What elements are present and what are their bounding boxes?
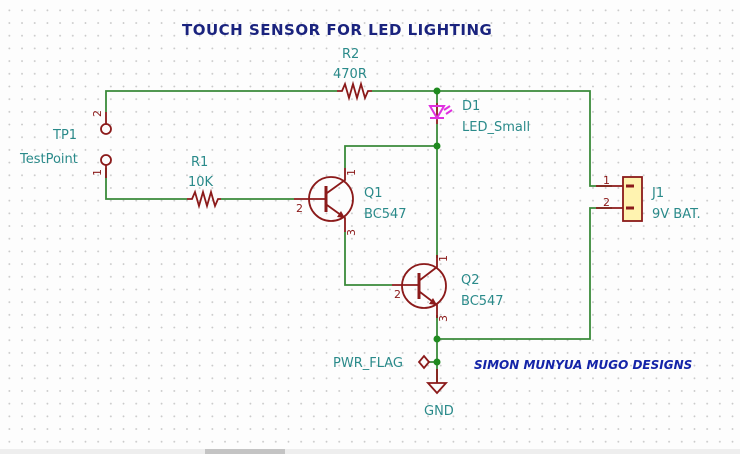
transistor-npn-icon — [308, 176, 354, 222]
q2-value: BC547 — [461, 294, 504, 309]
wire-q1-q2[interactable] — [344, 232, 392, 286]
q2-emitter-arrow-icon — [429, 298, 437, 305]
tp1-contact-1 — [100, 154, 112, 166]
q1-pin2-number: 2 — [296, 202, 303, 215]
component-j1[interactable]: 1 2 J1 9V BAT. — [596, 174, 701, 222]
scrollbar-thumb[interactable] — [205, 449, 285, 454]
component-r1[interactable]: R1 10K — [187, 155, 221, 210]
d1-value: LED_Small — [462, 120, 530, 135]
gnd-label: GND — [424, 404, 454, 419]
tp1-reference: TP1 — [52, 128, 77, 143]
tp1-pin2-number: 2 — [91, 110, 104, 117]
q1-pin3-number: 3 — [345, 229, 358, 236]
j1-pin1-number: 1 — [603, 174, 610, 187]
pwr-flag-diamond-icon — [417, 354, 431, 370]
d1-reference: D1 — [462, 99, 480, 114]
wire-q1-collector[interactable] — [344, 145, 437, 168]
component-r2[interactable]: R2 470R — [333, 47, 372, 102]
r2-reference: R2 — [342, 47, 359, 62]
component-tp1[interactable]: 2 1 TP1 TestPoint — [19, 110, 112, 178]
junction-dot — [433, 335, 441, 343]
r1-reference: R1 — [191, 155, 208, 170]
tp1-pin1-number: 1 — [91, 169, 104, 176]
j1-reference: J1 — [651, 186, 664, 201]
q1-emitter-arrow-icon — [337, 211, 345, 218]
led-triangle-icon — [428, 105, 446, 120]
junction-dot — [433, 358, 441, 366]
r2-value: 470R — [333, 67, 367, 82]
led-ray-icon — [443, 105, 451, 111]
wire-tp1-r1[interactable] — [105, 168, 187, 200]
led-ray-icon — [445, 109, 453, 115]
q1-pin1-number: 1 — [345, 169, 358, 176]
q1-collector-lead — [326, 168, 346, 194]
resistor-zigzag-icon — [337, 80, 372, 102]
junction-dot — [433, 142, 441, 150]
connector-body-icon — [622, 176, 643, 222]
schematic-title: TOUCH SENSOR FOR LED LIGHTING — [182, 21, 492, 39]
q2-collector-lead — [419, 255, 438, 281]
power-flag[interactable]: PWR_FLAG — [333, 354, 431, 371]
transistor-npn-icon — [401, 263, 447, 309]
ground-symbol[interactable]: GND — [424, 369, 454, 419]
component-d1[interactable]: D1 LED_Small — [428, 99, 530, 135]
q2-pin1-number: 1 — [437, 255, 450, 262]
j1-value: 9V BAT. — [652, 207, 701, 222]
wire-tp1-r2[interactable] — [105, 90, 337, 112]
q2-pin3-number: 3 — [437, 315, 450, 322]
j1-pin2-number: 2 — [603, 196, 610, 209]
resistor-zigzag-icon — [187, 188, 221, 210]
q1-reference: Q1 — [364, 186, 383, 201]
ground-icon — [425, 382, 449, 395]
r1-value: 10K — [188, 175, 214, 190]
tp1-contact-2 — [100, 123, 112, 135]
designer-credit: SIMON MUNYUA MUGO DESIGNS — [474, 358, 692, 372]
horizontal-scrollbar[interactable] — [0, 449, 740, 454]
wires — [105, 90, 612, 383]
q1-value: BC547 — [364, 207, 407, 222]
q2-pin2-number: 2 — [394, 288, 401, 301]
junctions — [433, 87, 441, 366]
tp1-value: TestPoint — [19, 152, 78, 167]
component-q2[interactable]: 1 2 3 Q2 BC547 — [392, 255, 504, 322]
junction-dot — [433, 87, 441, 95]
component-q1[interactable]: 1 2 3 Q1 BC547 — [294, 168, 407, 236]
pwr-flag-label: PWR_FLAG — [333, 356, 403, 371]
q2-reference: Q2 — [461, 273, 480, 288]
wire-r2-j1[interactable] — [372, 90, 612, 187]
